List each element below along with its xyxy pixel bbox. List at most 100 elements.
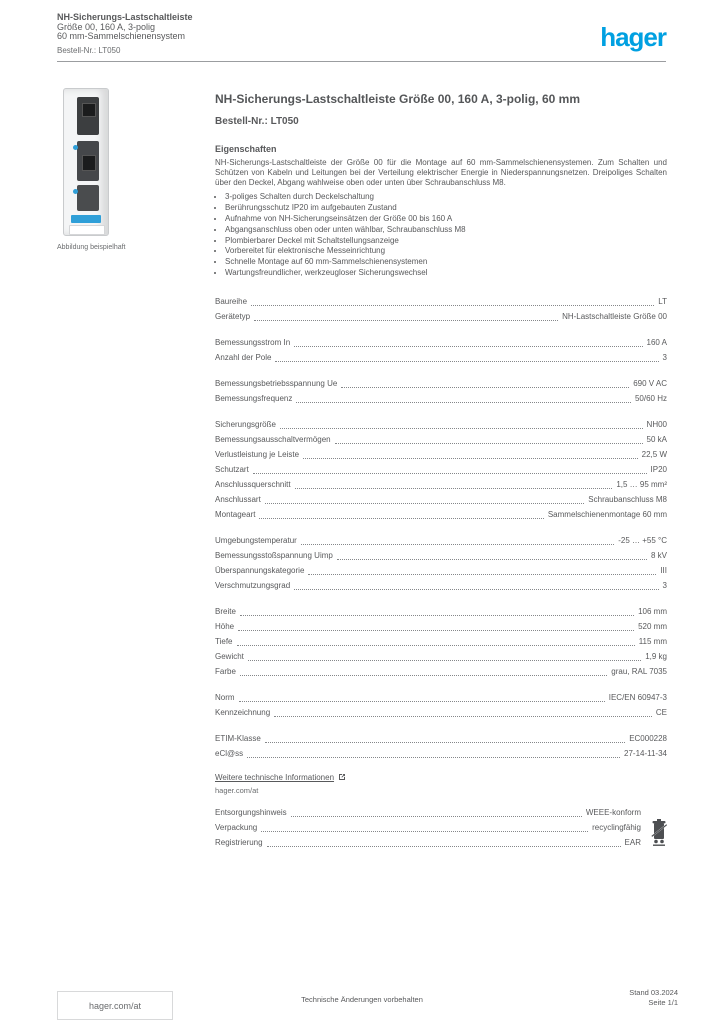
spec-label: Anzahl der Pole: [215, 352, 272, 362]
product-image: [63, 88, 109, 236]
dotted-leader: [264, 741, 626, 743]
spec-label: Bemessungsbetriebsspannung Ue: [215, 378, 338, 388]
spec-row: ETIM-Klasse EC000228: [215, 731, 667, 746]
dotted-leader: [252, 472, 647, 474]
more-info-link[interactable]: Weitere technische Informationen: [215, 773, 335, 783]
indicator-dot-icon: [73, 189, 78, 194]
dotted-leader: [300, 543, 615, 545]
spec-label: Anschlussart: [215, 494, 261, 504]
page-title: NH-Sicherungs-Lastschaltleiste Größe 00,…: [215, 92, 580, 106]
dotted-leader: [279, 427, 643, 429]
spec-label: Norm: [215, 692, 235, 702]
spec-value: grau, RAL 7035: [611, 666, 667, 676]
dotted-leader: [239, 614, 635, 616]
weee-bin-icon: [651, 817, 668, 852]
spec-value: NH-Lastschaltleiste Größe 00: [562, 311, 667, 321]
header-order-number: Bestell-Nr.: LT050: [57, 45, 121, 55]
spec-label: eCl@ss: [215, 748, 244, 758]
spec-label: Verlustleistung je Leiste: [215, 449, 300, 459]
spec-value: NH00: [646, 419, 667, 429]
fuse-module-top: [77, 97, 99, 135]
header-line-2: Größe 00, 160 A, 3-polig: [57, 21, 156, 32]
spec-value: 50 kA: [646, 434, 667, 444]
spec-row: Bemessungsbetriebsspannung Ue 690 V AC: [215, 376, 667, 391]
spec-group: ETIM-Klasse EC000228 eCl@ss 27-14-11-34: [215, 731, 667, 761]
spec-value: 690 V AC: [633, 378, 667, 388]
spec-label: Kennzeichnung: [215, 707, 271, 717]
product-description: NH-Sicherungs-Lastschaltleiste der Größe…: [215, 158, 667, 187]
spec-label: Bemessungsfrequenz: [215, 393, 293, 403]
spec-row: Verschmutzungsgrad 3: [215, 578, 667, 593]
spec-label: Farbe: [215, 666, 236, 676]
spec-value: 520 mm: [638, 621, 667, 631]
spec-label: Höhe: [215, 621, 235, 631]
feature-item: Aufnahme von NH-Sicherungseinsätzen der …: [225, 214, 667, 224]
dotted-leader: [303, 457, 638, 459]
spec-label: ETIM-Klasse: [215, 733, 261, 743]
feature-item: Vorbereitet für elektronische Messeinric…: [225, 246, 667, 256]
spec-value: 3: [662, 580, 667, 590]
dotted-leader: [290, 815, 582, 817]
footer-site-link[interactable]: hager.com/at: [57, 991, 173, 1020]
spec-label: Sicherungsgröße: [215, 419, 276, 429]
spec-value: EC000228: [629, 733, 667, 743]
spec-value: 1,5 … 95 mm²: [616, 479, 667, 489]
features-heading: Eigenschaften: [215, 144, 277, 154]
indicator-dot-icon: [73, 145, 78, 150]
feature-item: Wartungsfreundlicher, werkzeugloser Sich…: [225, 268, 667, 278]
spec-label: Bemessungsstrom In: [215, 337, 291, 347]
dotted-leader: [236, 644, 635, 646]
spec-value: Sammelschienenmontage 60 mm: [547, 509, 667, 519]
dotted-leader: [254, 319, 559, 321]
spec-value: LT: [658, 296, 667, 306]
dotted-leader: [294, 487, 613, 489]
spec-value: WEEE-konform: [585, 807, 641, 817]
spec-value: -25 … +55 °C: [618, 535, 667, 545]
main-content: NH-Sicherungs-Lastschaltleiste Größe 00,…: [215, 92, 668, 852]
dotted-leader: [238, 700, 605, 702]
spec-value: IP20: [650, 464, 667, 474]
feature-item: Plombierbarer Deckel mit Schaltstellungs…: [225, 236, 667, 246]
spec-value: 27-14-11-34: [624, 748, 667, 758]
spec-row: Baureihe LT: [215, 294, 667, 309]
spec-label: Breite: [215, 606, 236, 616]
spec-value: recyclingfähig: [592, 822, 641, 832]
spec-label: Bemessungsstoßspannung Uimp: [215, 550, 333, 560]
dotted-leader: [334, 442, 643, 444]
dotted-leader: [294, 345, 643, 347]
spec-label: Montageart: [215, 509, 256, 519]
spec-label: Verschmutzungsgrad: [215, 580, 291, 590]
spec-label: Verpackung: [215, 822, 258, 832]
dotted-leader: [294, 588, 659, 590]
spec-value: 115 mm: [638, 636, 667, 646]
spec-row: Bemessungsausschaltvermögen 50 kA: [215, 432, 667, 447]
spec-label: Bemessungsausschaltvermögen: [215, 434, 331, 444]
spec-label: Gewicht: [215, 651, 244, 661]
spec-label: Baureihe: [215, 296, 248, 306]
hager-logo: hager: [600, 22, 667, 52]
footer-page-info: Stand 03.2024 Seite 1/1: [629, 988, 678, 1008]
dotted-leader: [296, 401, 631, 403]
spec-row: Verlustleistung je Leiste 22,5 W: [215, 447, 667, 462]
blue-label-band: [71, 215, 101, 223]
dotted-leader: [247, 659, 642, 661]
spec-label: Umgebungstemperatur: [215, 535, 297, 545]
footer-date: Stand 03.2024: [629, 988, 678, 997]
spec-row: Verpackung recyclingfähig: [215, 820, 641, 835]
spec-value: 22,5 W: [641, 449, 667, 459]
dotted-leader: [264, 502, 585, 504]
